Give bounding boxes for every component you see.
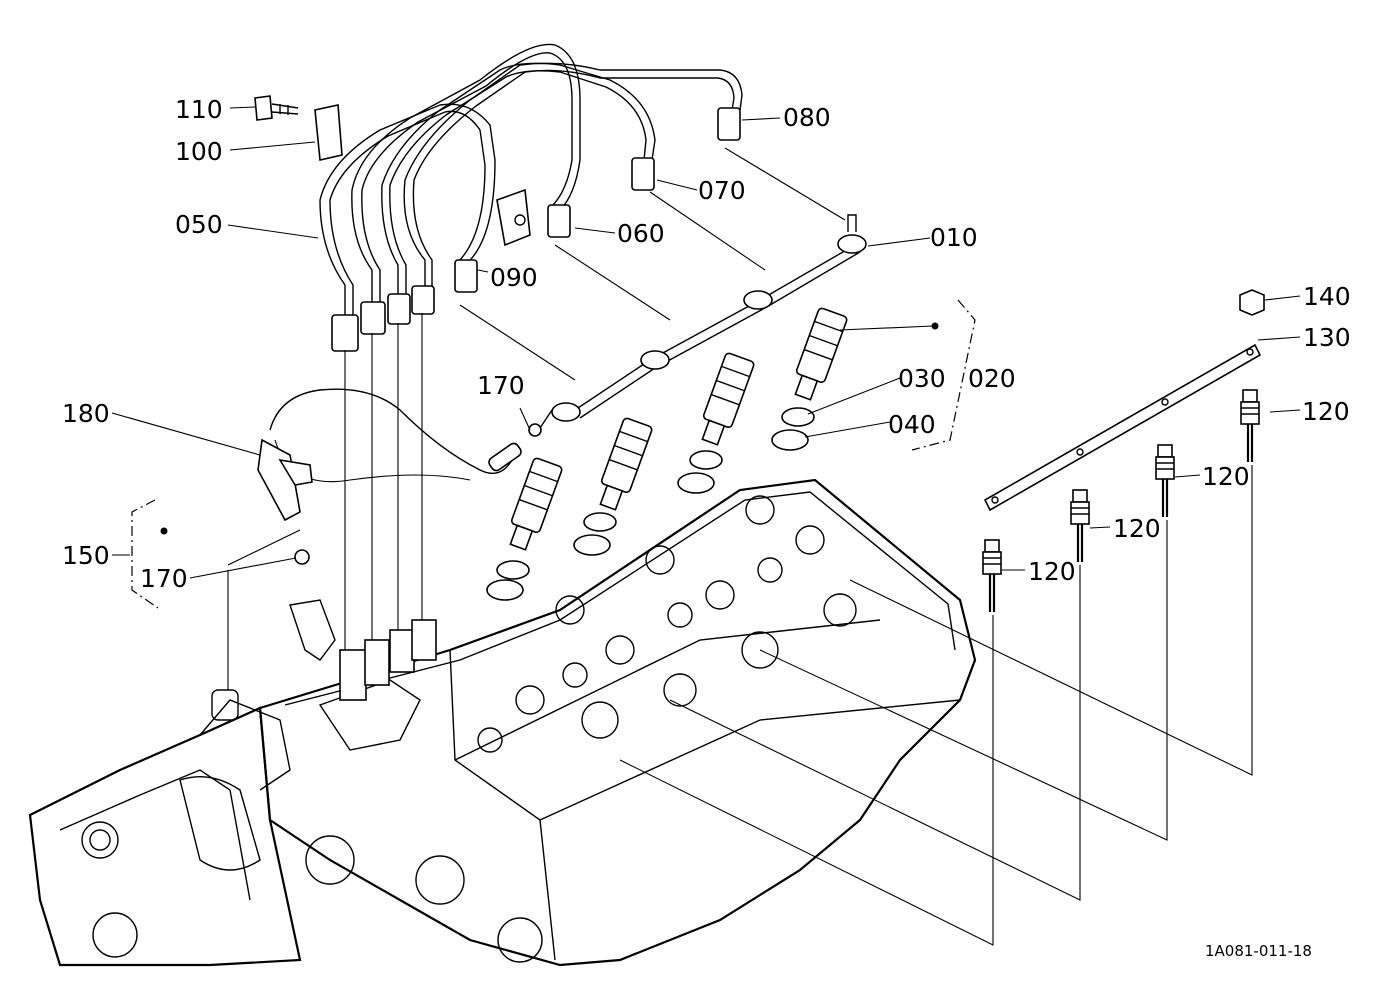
callout-090[interactable]: 090 (490, 263, 538, 292)
glow-plug-set (982, 289, 1265, 612)
callout-030[interactable]: 030 (898, 364, 946, 393)
clamp-090 (496, 188, 531, 247)
guide-lines (227, 147, 1253, 946)
return-hose (257, 388, 522, 701)
glow-plug (982, 539, 1002, 612)
callout-070[interactable]: 070 (698, 176, 746, 205)
callout-170-a[interactable]: 170 (477, 371, 525, 400)
callout-120-a[interactable]: 120 (1302, 397, 1350, 426)
leader-lines (111, 106, 1301, 579)
callout-050[interactable]: 050 (175, 210, 223, 239)
callout-040[interactable]: 040 (888, 410, 936, 439)
callout-080[interactable]: 080 (783, 103, 831, 132)
callout-100[interactable]: 100 (175, 137, 223, 166)
callout-140[interactable]: 140 (1303, 282, 1351, 311)
injection-nozzles (486, 307, 848, 601)
pipe-nut (631, 157, 655, 191)
glow-plug (1240, 389, 1260, 462)
pipe-nut (360, 301, 386, 335)
callout-110[interactable]: 110 (175, 95, 223, 124)
drawing-code: 1A081-011-18 (1205, 942, 1312, 960)
callout-060[interactable]: 060 (617, 219, 665, 248)
engine-block-outline (28, 478, 977, 967)
callout-130[interactable]: 130 (1303, 323, 1351, 352)
callout-150[interactable]: 150 (62, 541, 110, 570)
pipe-nut (547, 204, 571, 238)
nut-140 (1239, 289, 1265, 316)
glow-plug (1070, 489, 1090, 562)
pipe-nut (717, 107, 741, 141)
callout-120-d[interactable]: 120 (1028, 557, 1076, 586)
glow-plug (1155, 444, 1175, 517)
callout-120-b[interactable]: 120 (1202, 462, 1250, 491)
callout-labels: 010 020 030 040 050 060 070 080 090 100 … (62, 95, 1351, 593)
callout-120-c[interactable]: 120 (1113, 514, 1161, 543)
group-bracket-150 (131, 499, 168, 609)
callout-170-b[interactable]: 170 (140, 564, 188, 593)
callout-180[interactable]: 180 (62, 399, 110, 428)
pipe-nut (454, 259, 478, 293)
callout-010[interactable]: 010 (930, 223, 978, 252)
callout-020[interactable]: 020 (968, 364, 1016, 393)
pipe-nut (411, 285, 435, 315)
injection-pipes (319, 43, 743, 655)
group-bracket-020 (911, 299, 976, 451)
head-ports (477, 495, 857, 753)
clamp-100 (314, 104, 343, 161)
pipe-nut (331, 314, 359, 352)
pipe-nut (387, 293, 411, 325)
pipe-clamps (254, 95, 531, 247)
leak-off-pipe (528, 214, 867, 437)
bolt-110-head (254, 95, 273, 121)
glow-plug-lead (983, 343, 1262, 512)
